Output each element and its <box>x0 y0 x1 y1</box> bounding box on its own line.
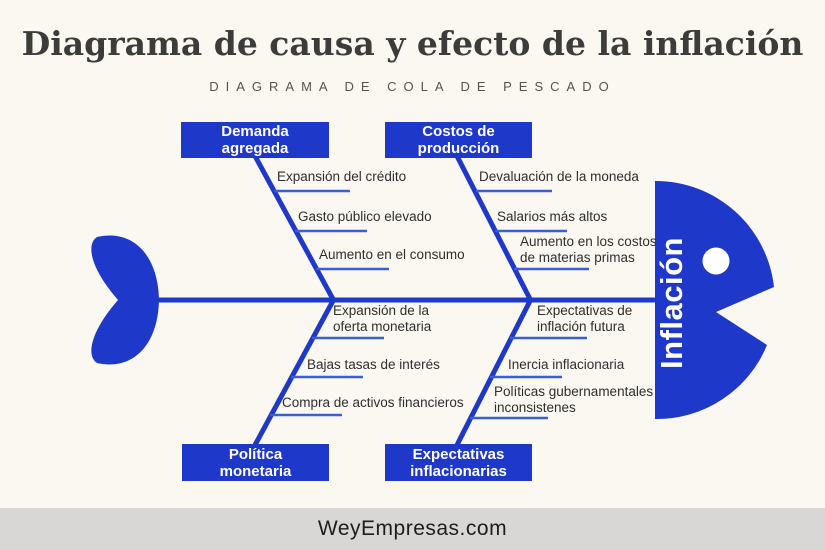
category-box-demanda-agregada: Demanda agregada <box>181 122 329 158</box>
cause-label: Gasto público elevado <box>298 209 432 224</box>
branch-bone-bottom-right <box>454 297 534 447</box>
branch-bone-top-left <box>252 154 337 303</box>
cause-label: Salarios más altos <box>497 209 608 224</box>
page-title: Diagrama de causa y efecto de la inflaci… <box>21 24 804 63</box>
cause-label: Expansión del crédito <box>277 169 407 184</box>
fish-head-shape <box>655 180 774 420</box>
fish-eye <box>702 247 730 275</box>
category-label: Demanda agregada <box>221 123 289 157</box>
cause-label: Inercia inflacionaria <box>508 357 625 372</box>
page-subtitle: DIAGRAMA DE COLA DE PESCADO <box>209 79 616 94</box>
effect-label-inflacion: Inflación <box>654 237 689 369</box>
cause-label: Devaluación de la moneda <box>479 169 639 184</box>
website-url: WeyEmpresas.com <box>317 517 508 540</box>
category-box-politica-monetaria: Política monetaria <box>182 444 329 481</box>
cause-label: Aumento en los costos de materias primas <box>520 234 657 265</box>
branch-bone-top-right <box>454 154 534 303</box>
cause-label: Expansión de la oferta monetaria <box>333 303 432 334</box>
footer-bar: WeyEmpresas.com <box>0 508 825 550</box>
cause-label: Políticas gubernamentales inconsistenes <box>494 384 654 415</box>
category-box-costos-de-produccion: Costos de producción <box>385 122 532 158</box>
fish-tail-upper-lobe <box>91 235 159 300</box>
branch-bone-bottom-left <box>252 297 337 447</box>
cause-label: Bajas tasas de interés <box>307 357 440 372</box>
category-box-expectativas-inflacionarias: Expectativas inflacionarias <box>385 444 532 481</box>
cause-label: Compra de activos financieros <box>282 395 464 410</box>
category-label: Costos de producción <box>417 123 500 157</box>
cause-label: Aumento en el consumo <box>319 247 465 262</box>
cause-label: Expectativas de inflación futura <box>537 303 633 334</box>
category-label: Política monetaria <box>219 445 292 480</box>
category-label: Expectativas inflacionarias <box>410 445 507 480</box>
fish-tail-lower-lobe <box>91 300 159 365</box>
